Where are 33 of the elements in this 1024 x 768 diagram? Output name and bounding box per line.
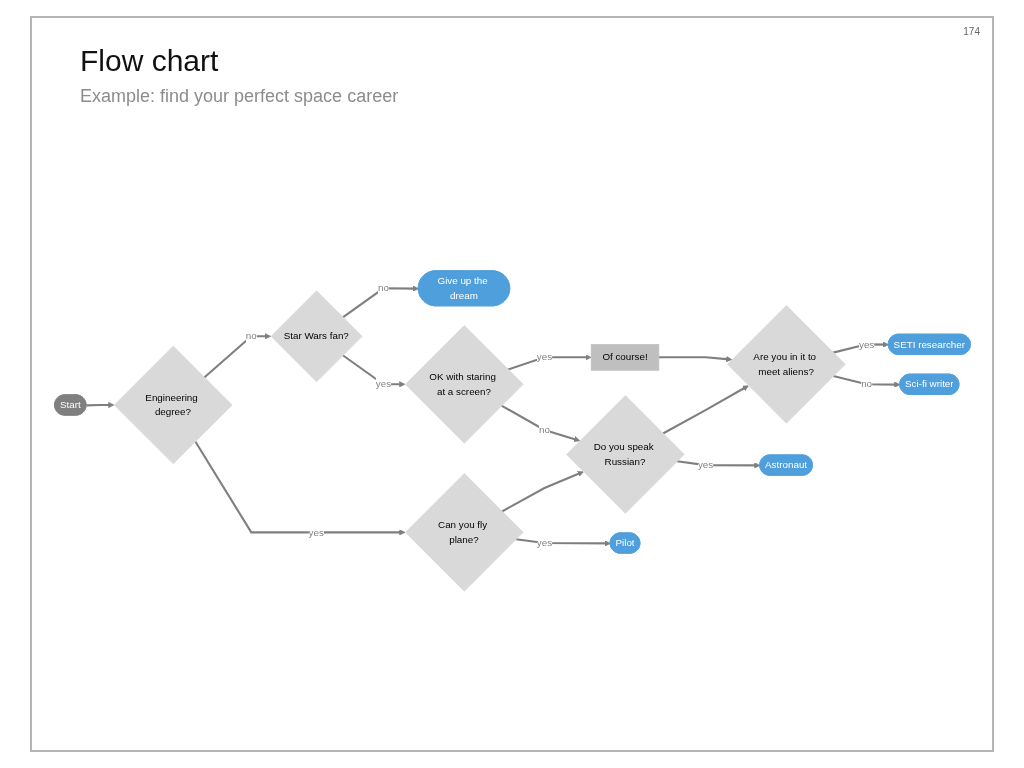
node-diamond <box>270 290 362 383</box>
arrow <box>193 440 405 536</box>
arrow <box>500 471 584 513</box>
node-diamond <box>565 395 685 514</box>
edge-label: no <box>245 330 257 342</box>
edge-label: no <box>860 378 872 390</box>
edge-label: yes <box>858 338 874 350</box>
node-diamond <box>726 305 846 424</box>
arrow <box>515 538 611 547</box>
edge-label: yes <box>375 378 391 390</box>
edge-label: yes <box>308 526 324 538</box>
arrow <box>662 385 749 435</box>
node-box <box>590 344 659 371</box>
edge-label: yes <box>536 537 552 549</box>
arrow <box>832 375 900 388</box>
page-number: 174 <box>963 26 980 37</box>
slide-subtitle: Example: find your perfect space career <box>80 86 399 107</box>
node-diamond <box>404 473 524 592</box>
arrow <box>658 356 732 363</box>
arrow <box>341 285 419 319</box>
edge-label: yes <box>536 351 552 363</box>
edge-label: yes <box>697 459 713 471</box>
arrow <box>341 354 405 388</box>
arrow <box>500 404 580 443</box>
node-diamond <box>113 345 232 465</box>
slide-title: Flow chart <box>80 44 219 78</box>
node-diamond <box>404 325 524 444</box>
arrow <box>85 401 114 409</box>
edge-label: no <box>377 282 389 294</box>
slide-frame: Flow chart no no yes yes yes no yes yes yes no Star Wars fan? Give up the dream Start Engineering degree? OK with staring at a screen? Of course! Can you fly plane? Do you speak Russian? Are you in it to meet aliens? Pilot Astronaut SETI researcher Sci-fi writer 174 Example: find your perfect space career <box>30 16 994 752</box>
edge-label: no <box>538 424 550 436</box>
arrow <box>203 333 271 379</box>
arrow <box>507 354 591 371</box>
